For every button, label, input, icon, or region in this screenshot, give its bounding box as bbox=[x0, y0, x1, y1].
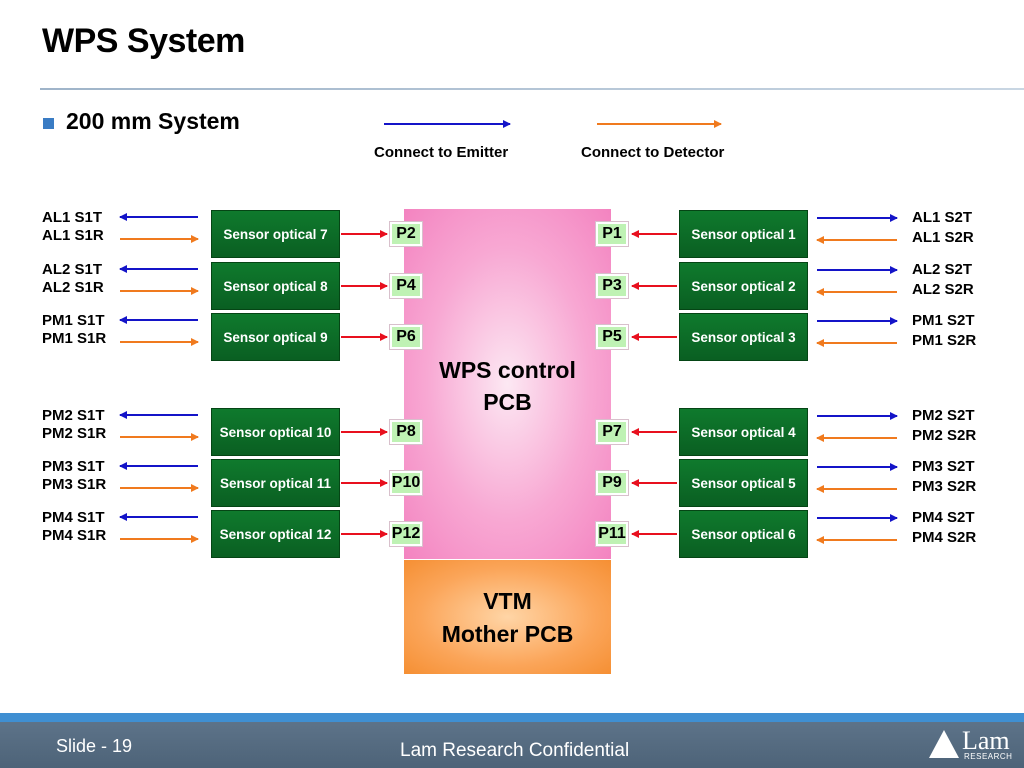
bullet-square-icon bbox=[43, 118, 54, 129]
signal-label-al2-s2t: AL2 S2T bbox=[912, 261, 973, 278]
sensor-box-sensor-optical-12: Sensor optical 12 bbox=[211, 510, 340, 558]
signal-label-pm2-s1t: PM2 S1T bbox=[42, 407, 105, 424]
slide-subtitle: 200 mm System bbox=[66, 108, 240, 134]
signal-label-pm4-s1r: PM4 S1R bbox=[42, 527, 107, 544]
signal-label-al2-s1r: AL2 S1R bbox=[42, 279, 104, 296]
sensor-box-sensor-optical-9: Sensor optical 9 bbox=[211, 313, 340, 361]
port-p1: P1 bbox=[596, 222, 628, 246]
signal-label-al1-s2r: AL1 S2R bbox=[912, 229, 974, 246]
signal-label-pm2-s1r: PM2 S1R bbox=[42, 425, 107, 442]
port-p9: P9 bbox=[596, 471, 628, 495]
signal-label-al1-s1t: AL1 S1T bbox=[42, 209, 103, 226]
signal-label-pm2-s2t: PM2 S2T bbox=[912, 407, 975, 424]
signal-label-al2-s2r: AL2 S2R bbox=[912, 281, 974, 298]
signal-label-pm2-s2r: PM2 S2R bbox=[912, 427, 977, 444]
sensor-box-sensor-optical-6: Sensor optical 6 bbox=[679, 510, 808, 558]
port-p3: P3 bbox=[596, 274, 628, 298]
port-p11: P11 bbox=[596, 522, 628, 546]
vtm-label-line1: VTM bbox=[483, 588, 532, 614]
pcb-label-line1: WPS control bbox=[439, 357, 576, 383]
footer-accent-band bbox=[0, 713, 1024, 722]
sensor-box-sensor-optical-1: Sensor optical 1 bbox=[679, 210, 808, 258]
lam-logo-text: Lam bbox=[962, 726, 1010, 755]
signal-label-pm4-s2r: PM4 S2R bbox=[912, 529, 977, 546]
wps-control-pcb-label: WPS control PCB bbox=[404, 354, 611, 418]
port-p6: P6 bbox=[390, 325, 422, 349]
signal-label-pm1-s1r: PM1 S1R bbox=[42, 330, 107, 347]
sensor-box-sensor-optical-10: Sensor optical 10 bbox=[211, 408, 340, 456]
sensor-box-sensor-optical-4: Sensor optical 4 bbox=[679, 408, 808, 456]
port-p8: P8 bbox=[390, 420, 422, 444]
signal-label-pm4-s2t: PM4 S2T bbox=[912, 509, 975, 526]
sensor-box-sensor-optical-11: Sensor optical 11 bbox=[211, 459, 340, 507]
sensor-box-sensor-optical-2: Sensor optical 2 bbox=[679, 262, 808, 310]
footer-bar bbox=[0, 722, 1024, 768]
pcb-label-line2: PCB bbox=[483, 389, 532, 415]
signal-label-pm1-s2t: PM1 S2T bbox=[912, 312, 975, 329]
signal-label-pm4-s1t: PM4 S1T bbox=[42, 509, 105, 526]
port-p4: P4 bbox=[390, 274, 422, 298]
wps-control-pcb bbox=[404, 209, 611, 559]
signal-label-pm1-s1t: PM1 S1T bbox=[42, 312, 105, 329]
signal-label-al1-s2t: AL1 S2T bbox=[912, 209, 973, 226]
signal-label-pm3-s2t: PM3 S2T bbox=[912, 458, 975, 475]
vtm-label-line2: Mother PCB bbox=[441, 621, 574, 647]
title-divider bbox=[40, 88, 1024, 90]
port-p7: P7 bbox=[596, 420, 628, 444]
signal-label-pm3-s1r: PM3 S1R bbox=[42, 476, 107, 493]
vtm-mother-pcb bbox=[404, 560, 611, 674]
port-p10: P10 bbox=[390, 471, 422, 495]
sensor-box-sensor-optical-8: Sensor optical 8 bbox=[211, 262, 340, 310]
signal-label-pm1-s2r: PM1 S2R bbox=[912, 332, 977, 349]
sensor-box-sensor-optical-7: Sensor optical 7 bbox=[211, 210, 340, 258]
signal-label-pm3-s1t: PM3 S1T bbox=[42, 458, 105, 475]
signal-label-al2-s1t: AL2 S1T bbox=[42, 261, 103, 278]
legend-emitter-label: Connect to Emitter bbox=[374, 144, 509, 161]
lam-logo-triangle-icon bbox=[929, 730, 959, 758]
signal-label-pm3-s2r: PM3 S2R bbox=[912, 478, 977, 495]
sensor-box-sensor-optical-5: Sensor optical 5 bbox=[679, 459, 808, 507]
confidential-notice: Lam Research Confidential bbox=[400, 740, 630, 761]
lam-logo-subtext: RESEARCH bbox=[964, 752, 1013, 761]
legend-detector-label: Connect to Detector bbox=[581, 144, 725, 161]
signal-label-al1-s1r: AL1 S1R bbox=[42, 227, 104, 244]
slide-title: WPS System bbox=[42, 22, 245, 60]
slide-number: Slide - 19 bbox=[56, 736, 133, 756]
vtm-mother-pcb-label: VTM Mother PCB bbox=[404, 585, 611, 651]
port-p12: P12 bbox=[390, 522, 422, 546]
port-p2: P2 bbox=[390, 222, 422, 246]
sensor-box-sensor-optical-3: Sensor optical 3 bbox=[679, 313, 808, 361]
port-p5: P5 bbox=[596, 325, 628, 349]
